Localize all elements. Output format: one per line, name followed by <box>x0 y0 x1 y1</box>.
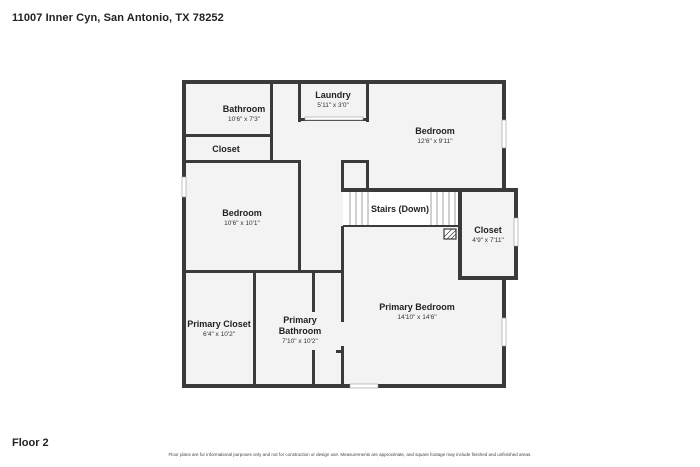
bedroom-w-name: Bedroom <box>222 208 262 218</box>
floor-fill <box>184 82 516 386</box>
laundry-dims: 5'11" x 3'0" <box>317 102 349 109</box>
primary-bathroom-dims: 7'10" x 10'2" <box>282 338 318 345</box>
closet-e-dims: 4'9" x 7'11" <box>472 237 504 244</box>
primary-bathroom-name-line2: Bathroom <box>279 326 322 336</box>
disclaimer: Floor plans are for informational purpos… <box>168 452 532 457</box>
bathroom-name: Bathroom <box>223 104 266 114</box>
primary-bedroom-dims: 14'10" x 14'6" <box>397 314 437 321</box>
closet-e-name: Closet <box>474 225 502 235</box>
primary-bedroom-name: Primary Bedroom <box>379 302 455 312</box>
property-address: 11007 Inner Cyn, San Antonio, TX 78252 <box>12 12 224 24</box>
laundry-name: Laundry <box>315 90 351 100</box>
closet-w-name: Closet <box>212 144 240 154</box>
primary-bathroom-name-line1: Primary <box>283 315 317 325</box>
bathroom-dims: 10'6" x 7'3" <box>228 116 261 123</box>
floor-label: Floor 2 <box>12 437 49 449</box>
bedroom-ne-name: Bedroom <box>415 126 455 136</box>
bedroom-w-dims: 10'6" x 10'1" <box>224 220 260 227</box>
stairs-name: Stairs (Down) <box>371 204 429 214</box>
windows <box>181 116 519 389</box>
primary-closet-name: Primary Closet <box>187 319 251 329</box>
primary-closet-dims: 6'4" x 10'2" <box>203 331 236 338</box>
bedroom-ne-dims: 12'6" x 9'11" <box>417 138 453 145</box>
stairs <box>343 192 458 240</box>
